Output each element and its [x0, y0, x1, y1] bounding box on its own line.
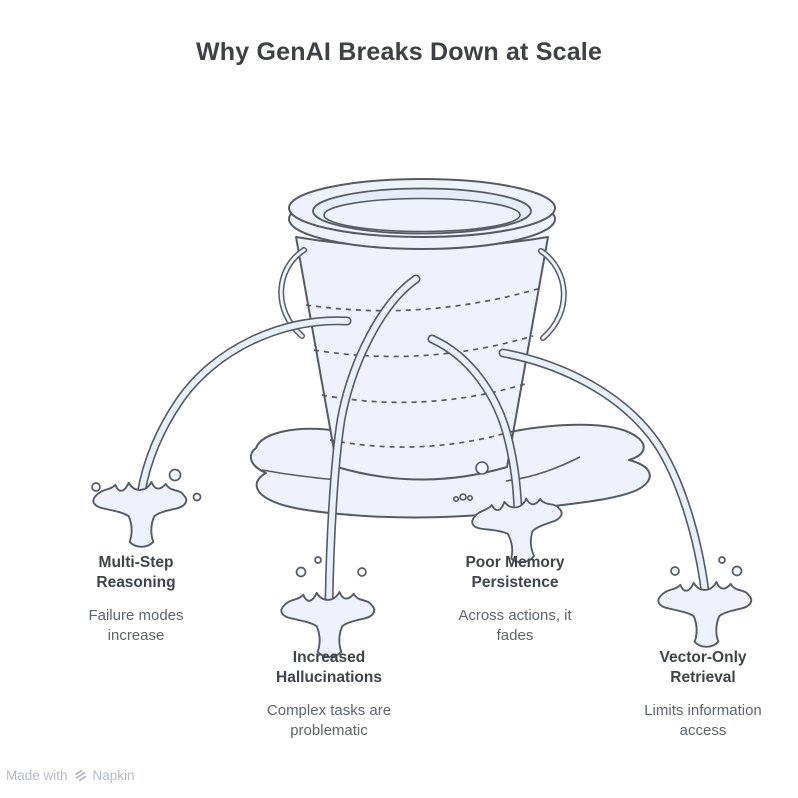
leak-label-vector-only-retrieval: Vector-Only Retrieval Limits information… [608, 648, 798, 741]
splash-4 [657, 581, 753, 648]
splash-1 [92, 481, 188, 548]
leak-description: Limits information access [644, 702, 762, 739]
bubbles [452, 461, 489, 502]
leak-stream-2 [324, 274, 421, 608]
napkin-logo-icon [74, 769, 86, 781]
bucket-rim [288, 178, 556, 250]
leak-stream-1 [136, 316, 352, 499]
leak-label-increased-hallucinations: Increased Hallucinations Complex tasks a… [234, 648, 424, 741]
leak-label-poor-memory-persistence: Poor Memory Persistence Across actions, … [420, 553, 610, 646]
leak-stream-3 [427, 334, 523, 516]
leak-heading: Increased Hallucinations [276, 649, 382, 686]
leak-label-multi-step-reasoning: Multi-Step Reasoning Failure modes incre… [41, 553, 231, 646]
watermark-brand: Napkin [92, 767, 135, 783]
watermark: Made with Napkin [6, 765, 135, 785]
page-title: Why GenAI Breaks Down at Scale [195, 38, 603, 66]
bucket-handle-right [538, 248, 567, 341]
droplets [91, 468, 743, 578]
leak-description: Failure modes increase [88, 607, 184, 644]
leak-description: Complex tasks are problematic [266, 702, 392, 739]
leak-heading: Vector-Only Retrieval [659, 649, 747, 686]
water-level-dashed-bands [305, 287, 542, 448]
leak-stream-4 [498, 348, 710, 596]
leak-description: Across actions, it fades [458, 607, 572, 644]
leak-heading: Multi-Step Reasoning [96, 554, 176, 591]
leak-heading: Poor Memory Persistence [465, 554, 565, 591]
watermark-prefix: Made with [6, 767, 68, 783]
